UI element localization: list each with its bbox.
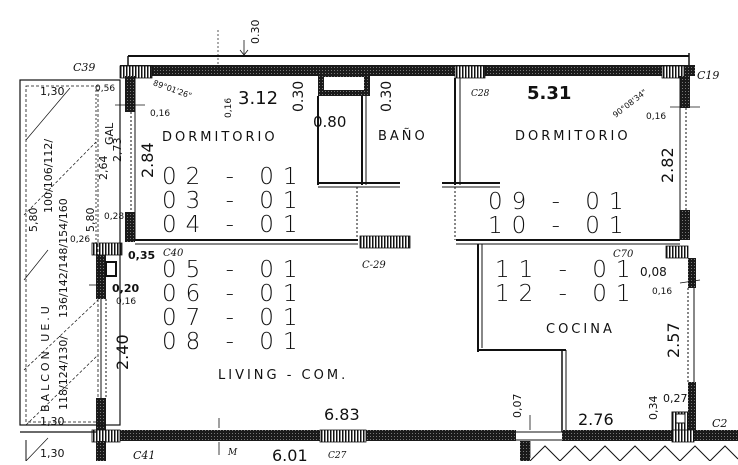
marker-m: M (228, 448, 238, 458)
dimension-bano-col: 0.30 (379, 80, 395, 112)
dimension-2-64: 2,64 (97, 155, 110, 181)
balcony-label: BALCON UE.U (39, 303, 52, 412)
unit-code: 10 - 01 (488, 213, 633, 239)
dimension-0-07: 0,07 (511, 393, 524, 419)
dimension-0-16-top-mid: 0,16 (224, 97, 234, 118)
column-tag-c19: C19 (697, 69, 720, 82)
column-tag-c29: C-29 (362, 260, 386, 271)
column-tag-c40: C40 (163, 248, 184, 259)
dimension-living-width: 6.83 (324, 405, 360, 424)
dimension-0-16-cocina: 0,16 (652, 287, 673, 297)
dimension-dorm-left-height: 2.84 (138, 142, 157, 178)
unit-code: 03 - 01 (162, 188, 307, 214)
dimension-0-20: 0,20 (112, 282, 140, 295)
dimension-0-16-left-top: 0,16 (150, 109, 171, 119)
unit-code: 06 - 01 (162, 281, 307, 307)
unit-code: 08 - 01 (162, 329, 307, 355)
unit-code: 04 - 01 (162, 212, 307, 238)
room-label-living: LIVING - COM. (218, 368, 349, 383)
dimension-bano-depth: 0.30 (291, 80, 307, 112)
column-tag-c39: C39 (73, 61, 96, 74)
unit-code: 07 - 01 (162, 305, 307, 331)
dimension-dorm-right-height: 2.82 (658, 147, 677, 183)
balcony-series-bot: 118/124/130/ (57, 335, 70, 410)
unit-codes-living: 05 - 01 06 - 01 07 - 01 08 - 01 (162, 258, 306, 354)
dimension-living-height: 2.40 (113, 334, 132, 370)
unit-code: 12 - 01 (495, 281, 640, 307)
column-tag-c28: C28 (471, 89, 490, 99)
dimension-bano-door: 0.80 (313, 113, 347, 131)
balcony-series-top: 100/106/112/ (42, 138, 55, 213)
dimension-cocina-width: 2.76 (578, 410, 614, 429)
column-tag-c2: C2 (712, 417, 728, 430)
unit-codes-dormitorio-left: 02 - 01 03 - 01 04 - 01 (162, 165, 306, 237)
dimension-1-30-top: 1,30 (40, 85, 65, 98)
unit-codes-cocina: 11 - 01 12 - 01 (495, 258, 639, 306)
dimension-0-16-living: 0,16 (116, 297, 137, 307)
column-tag-c41: C41 (133, 449, 156, 462)
unit-code: 05 - 01 (162, 257, 307, 283)
unit-code: 11 - 01 (495, 257, 640, 283)
column-tag-c27: C27 (328, 451, 347, 461)
dimension-bottom-partial: 6.01 (272, 446, 308, 465)
label-gal: GAL (103, 122, 116, 145)
dimension-top-offset: 0.30 (249, 19, 262, 45)
room-label-bano: BAÑO (378, 129, 428, 144)
room-label-cocina: COCINA (546, 322, 615, 337)
balcony-series-mid: 136/142/148/154/160 (57, 198, 70, 318)
dimension-0-08: 0,08 (640, 265, 667, 279)
column-tag-c70: C70 (613, 249, 634, 260)
dimension-cocina-height: 2.57 (664, 322, 683, 358)
dimension-5-80-b: 5,80 (84, 207, 97, 233)
dimension-0-16-right-top: 0,16 (646, 112, 667, 122)
unit-code: 02 - 01 (162, 164, 307, 190)
unit-codes-dormitorio-right: 09 - 01 10 - 01 (488, 190, 632, 238)
dimension-0-27: 0,27 (663, 392, 688, 405)
dimension-0-56: 0,56 (95, 84, 116, 94)
dimension-0-26: 0,26 (70, 235, 91, 245)
room-label-dormitorio-right: DORMITORIO (515, 129, 631, 144)
dimension-0-35: 0,35 (128, 249, 156, 262)
dimension-1-30-mid: 1,30 (40, 415, 65, 428)
dimension-0-34: 0,34 (647, 395, 660, 421)
dimension-1-30-bot: 1,30 (40, 447, 65, 460)
unit-code: 09 - 01 (488, 189, 633, 215)
dimension-dorm-right-width: 5.31 (527, 83, 572, 104)
dimension-0-28: 0,28 (104, 212, 125, 222)
dimension-dorm-left-width: 3.12 (238, 88, 279, 109)
dimension-5-80: 5,80 (27, 207, 40, 233)
room-label-dormitorio-left: DORMITORIO (162, 130, 278, 145)
